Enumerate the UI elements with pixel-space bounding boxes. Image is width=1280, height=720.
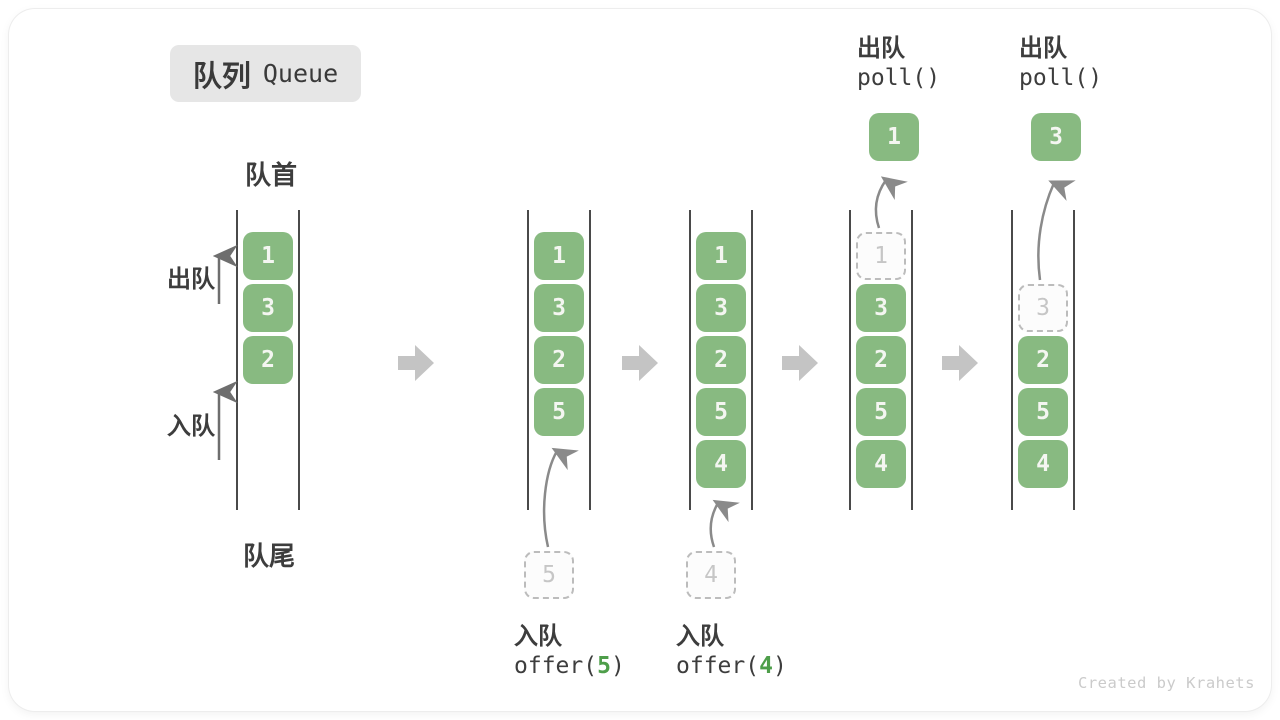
enqueue-arg: 5: [597, 653, 611, 679]
queue-element: 5: [696, 388, 746, 436]
queue-element: 5: [856, 388, 906, 436]
queue-element: 2: [1018, 336, 1068, 384]
queue-element: 2: [243, 336, 293, 384]
queue-1-right-rail: [298, 210, 300, 510]
dequeued-element: 1: [869, 113, 919, 161]
queue-element: 2: [856, 336, 906, 384]
queue-element: 1: [243, 232, 293, 280]
label-dequeue-side: 出队: [167, 266, 215, 293]
queue-element: 1: [696, 232, 746, 280]
label-queue-front: 队首: [245, 160, 298, 190]
queue-2-left-rail: [527, 210, 529, 510]
enqueue-incoming-element: 4: [686, 551, 736, 599]
queue-element: 4: [1018, 440, 1068, 488]
enqueue-arg: 4: [759, 653, 773, 679]
enqueue-op-code: offer(4): [676, 653, 787, 679]
queue-4-right-rail: [911, 210, 913, 510]
dequeue-op-code: poll(): [1019, 65, 1103, 91]
queue-element: 5: [1018, 388, 1068, 436]
dequeue-op-label: 出队: [857, 35, 905, 62]
queue-element: 2: [534, 336, 584, 384]
queue-element: 3: [534, 284, 584, 332]
dequeue-op-code: poll(): [857, 65, 941, 91]
watermark: Created by Krahets: [1078, 674, 1255, 692]
enqueue-op-code: offer(5): [514, 653, 625, 679]
dequeued-element: 3: [1031, 113, 1081, 161]
queue-3-left-rail: [689, 210, 691, 510]
dequeue-op-label: 出队: [1019, 35, 1067, 62]
queue-element: 4: [856, 440, 906, 488]
queue-element-removed: 1: [856, 232, 906, 280]
enqueue-op-label: 入队: [676, 623, 724, 650]
queue-element-removed: 3: [1018, 284, 1068, 332]
queue-element: 3: [243, 284, 293, 332]
queue-1-left-rail: [236, 210, 238, 510]
queue-5-left-rail: [1011, 210, 1013, 510]
queue-5-right-rail: [1073, 210, 1075, 510]
title-en: Queue: [262, 59, 339, 88]
queue-3-right-rail: [751, 210, 753, 510]
queue-2-right-rail: [589, 210, 591, 510]
label-queue-rear: 队尾: [243, 541, 296, 571]
label-enqueue-side: 入队: [167, 413, 215, 440]
enqueue-op-label: 入队: [514, 623, 562, 650]
title-zh: 队列: [192, 60, 251, 93]
title-badge: 队列 Queue: [170, 45, 361, 102]
queue-element: 5: [534, 388, 584, 436]
queue-element: 3: [696, 284, 746, 332]
queue-4-left-rail: [849, 210, 851, 510]
queue-element: 3: [856, 284, 906, 332]
queue-element: 1: [534, 232, 584, 280]
enqueue-incoming-element: 5: [524, 551, 574, 599]
queue-element: 2: [696, 336, 746, 384]
queue-element: 4: [696, 440, 746, 488]
